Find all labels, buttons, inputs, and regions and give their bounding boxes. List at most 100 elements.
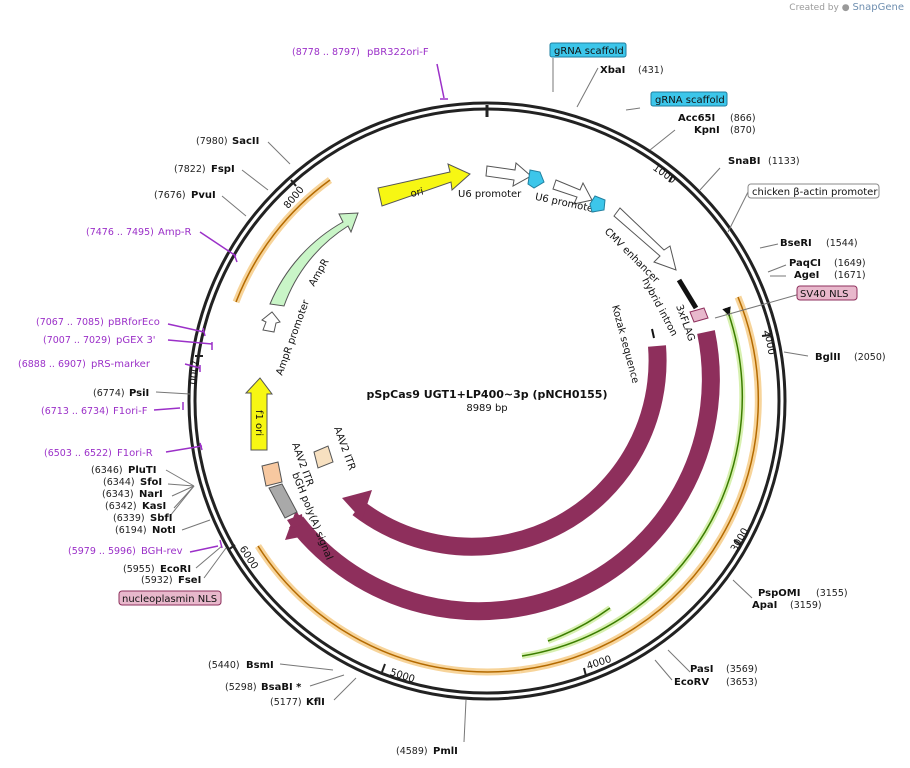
- plasmid-name: pSpCas9 UGT1+LP400~3p (pNCH0155): [367, 388, 608, 401]
- site-sfoi-pos: (6344): [103, 477, 135, 488]
- grna-feature-2: [589, 195, 606, 213]
- grna-box-2: gRNA scaffold: [650, 91, 728, 107]
- primer-1-name: Amp-R: [158, 227, 192, 238]
- primer-5-name: F1ori-F: [113, 406, 148, 417]
- nucleoplasmin-label: nucleoplasmin NLS: [122, 594, 217, 605]
- grna-box-1: gRNA scaffold: [549, 42, 627, 58]
- primer-6-range: (6503 .. 6522): [44, 448, 112, 459]
- cas9-outer-arc: [288, 330, 720, 621]
- site-psii-name: PsiI: [129, 388, 149, 399]
- flag-label: 3xFLAG: [673, 303, 696, 343]
- site-ecori-name: EcoRI: [160, 564, 191, 575]
- green-track-outer-line: [521, 306, 743, 657]
- primer-3-name: pGEX 3': [116, 335, 156, 346]
- f1-ori-label: f1 ori: [253, 410, 264, 436]
- site-ecorv-name: EcoRV: [674, 677, 709, 688]
- cas9-inner-label: Cas9: [556, 552, 583, 573]
- site-kfli-pos: (5177): [270, 697, 302, 708]
- chicken-actin-box: chicken β-actin promoter: [747, 183, 880, 199]
- site-pmli-pos: (4589): [396, 746, 428, 757]
- site-snabi-pos: (1133): [768, 156, 800, 167]
- site-bglii-pos: (2050): [854, 352, 886, 363]
- chicken-actin-label: chicken β-actin promoter: [752, 187, 878, 198]
- site-bsabi-name: BsaBI *: [261, 682, 302, 693]
- ampr-label: AmpR: [307, 257, 331, 288]
- site-pasi-pos: (3569): [726, 664, 758, 675]
- tick-2000: 2000: [761, 329, 776, 356]
- primer-3-range: (7007 .. 7029): [43, 335, 111, 346]
- primer-4-name: pRS-marker: [91, 359, 151, 370]
- site-pluti-name: PluTI: [128, 465, 156, 476]
- site-xbai-pos: (431): [638, 65, 664, 76]
- site-kpni-pos: (870): [730, 125, 756, 136]
- site-fspi-name: FspI: [211, 164, 235, 175]
- green-track-inner-line: [547, 607, 611, 642]
- u6-label-1: U6 promoter: [458, 189, 522, 200]
- nucleoplasmin-box: nucleoplasmin NLS: [118, 590, 222, 606]
- orange-track-right: [519, 295, 762, 674]
- site-snabi-name: SnaBI: [728, 156, 760, 167]
- sv40-nls-feature: [689, 307, 709, 323]
- site-fsei-pos: (5932): [141, 575, 173, 586]
- intron-bar: [676, 278, 699, 310]
- leader-lines: [155, 58, 809, 743]
- site-pmli-name: PmlI: [433, 746, 458, 757]
- cas9-inner-arrowhead: [342, 490, 372, 520]
- site-pvui-name: PvuI: [191, 190, 216, 201]
- cmv-enhancer: CMV enhancer: [602, 207, 677, 286]
- primer-5-range: (6713 .. 6734): [41, 406, 109, 417]
- site-nari-pos: (6343): [102, 489, 134, 500]
- credit-brand: SnapGene: [852, 2, 904, 13]
- sv40-nls-box: SV40 NLS: [796, 285, 858, 301]
- primer-7-range: (5979 .. 5996): [68, 546, 136, 557]
- orange-track-bottom-line: [257, 545, 521, 673]
- tick-1000: 1000: [650, 163, 677, 187]
- cas9-inner-arc: [352, 345, 667, 556]
- primer-markers: [153, 63, 448, 553]
- primer-2-name: pBRforEco: [108, 317, 160, 328]
- site-kasi-name: KasI: [142, 501, 166, 512]
- site-paqci-pos: (1649): [834, 258, 866, 269]
- site-kpni-name: KpnI: [694, 125, 720, 136]
- f1-ori-feature: f1 ori: [244, 377, 273, 451]
- site-apai-name: ApaI: [752, 600, 777, 611]
- site-pluti-pos: (6346): [91, 465, 123, 476]
- site-nari-name: NarI: [139, 489, 163, 500]
- site-acc65i-name: Acc65I: [678, 113, 715, 124]
- tick-3000: 3000: [729, 526, 751, 554]
- site-bglii-name: BglII: [815, 352, 841, 363]
- site-pspomi-pos: (3155): [816, 588, 848, 599]
- primer-6-name: F1ori-R: [117, 448, 153, 459]
- site-bseri-pos: (1544): [826, 238, 858, 249]
- site-apai-pos: (3159): [790, 600, 822, 611]
- kozak-label: Kozak sequence: [609, 304, 641, 385]
- site-pasi-name: PasI: [690, 664, 713, 675]
- plasmid-length: 8989 bp: [466, 403, 507, 414]
- site-bsmi-pos: (5440): [208, 660, 240, 671]
- site-sfoi-name: SfoI: [140, 477, 162, 488]
- credit-prefix: Created by: [789, 3, 839, 13]
- primer-0-range: (8778 .. 8797): [292, 47, 360, 58]
- site-agei-pos: (1671): [834, 270, 866, 281]
- site-kfli-name: KflI: [306, 697, 325, 708]
- grna-box-1-label: gRNA scaffold: [554, 46, 624, 57]
- backbone-outer: [187, 101, 787, 701]
- grna-feature-1: [527, 169, 545, 189]
- site-pspomi-name: PspOMI: [758, 588, 800, 599]
- kozak-marker: [651, 328, 655, 339]
- sv40-nls-label: SV40 NLS: [800, 289, 849, 300]
- aav-itr-right: [313, 445, 334, 469]
- ori-feature: ori: [377, 163, 471, 207]
- primer-0-name: pBR322ori-F: [367, 47, 429, 58]
- aav-itr-left: [261, 461, 283, 487]
- site-sacii-name: SacII: [232, 136, 259, 147]
- site-bsmi-name: BsmI: [246, 660, 274, 671]
- tick-7000: 7000: [186, 358, 200, 385]
- snapgene-logo-icon: ●: [841, 3, 850, 13]
- orange-track-right-line: [519, 296, 760, 671]
- site-fspi-pos: (7822): [174, 164, 206, 175]
- site-sbfi-pos: (6339): [113, 513, 145, 524]
- site-kasi-pos: (6342): [105, 501, 137, 512]
- u6-promoter-1: U6 promoter: [458, 162, 532, 200]
